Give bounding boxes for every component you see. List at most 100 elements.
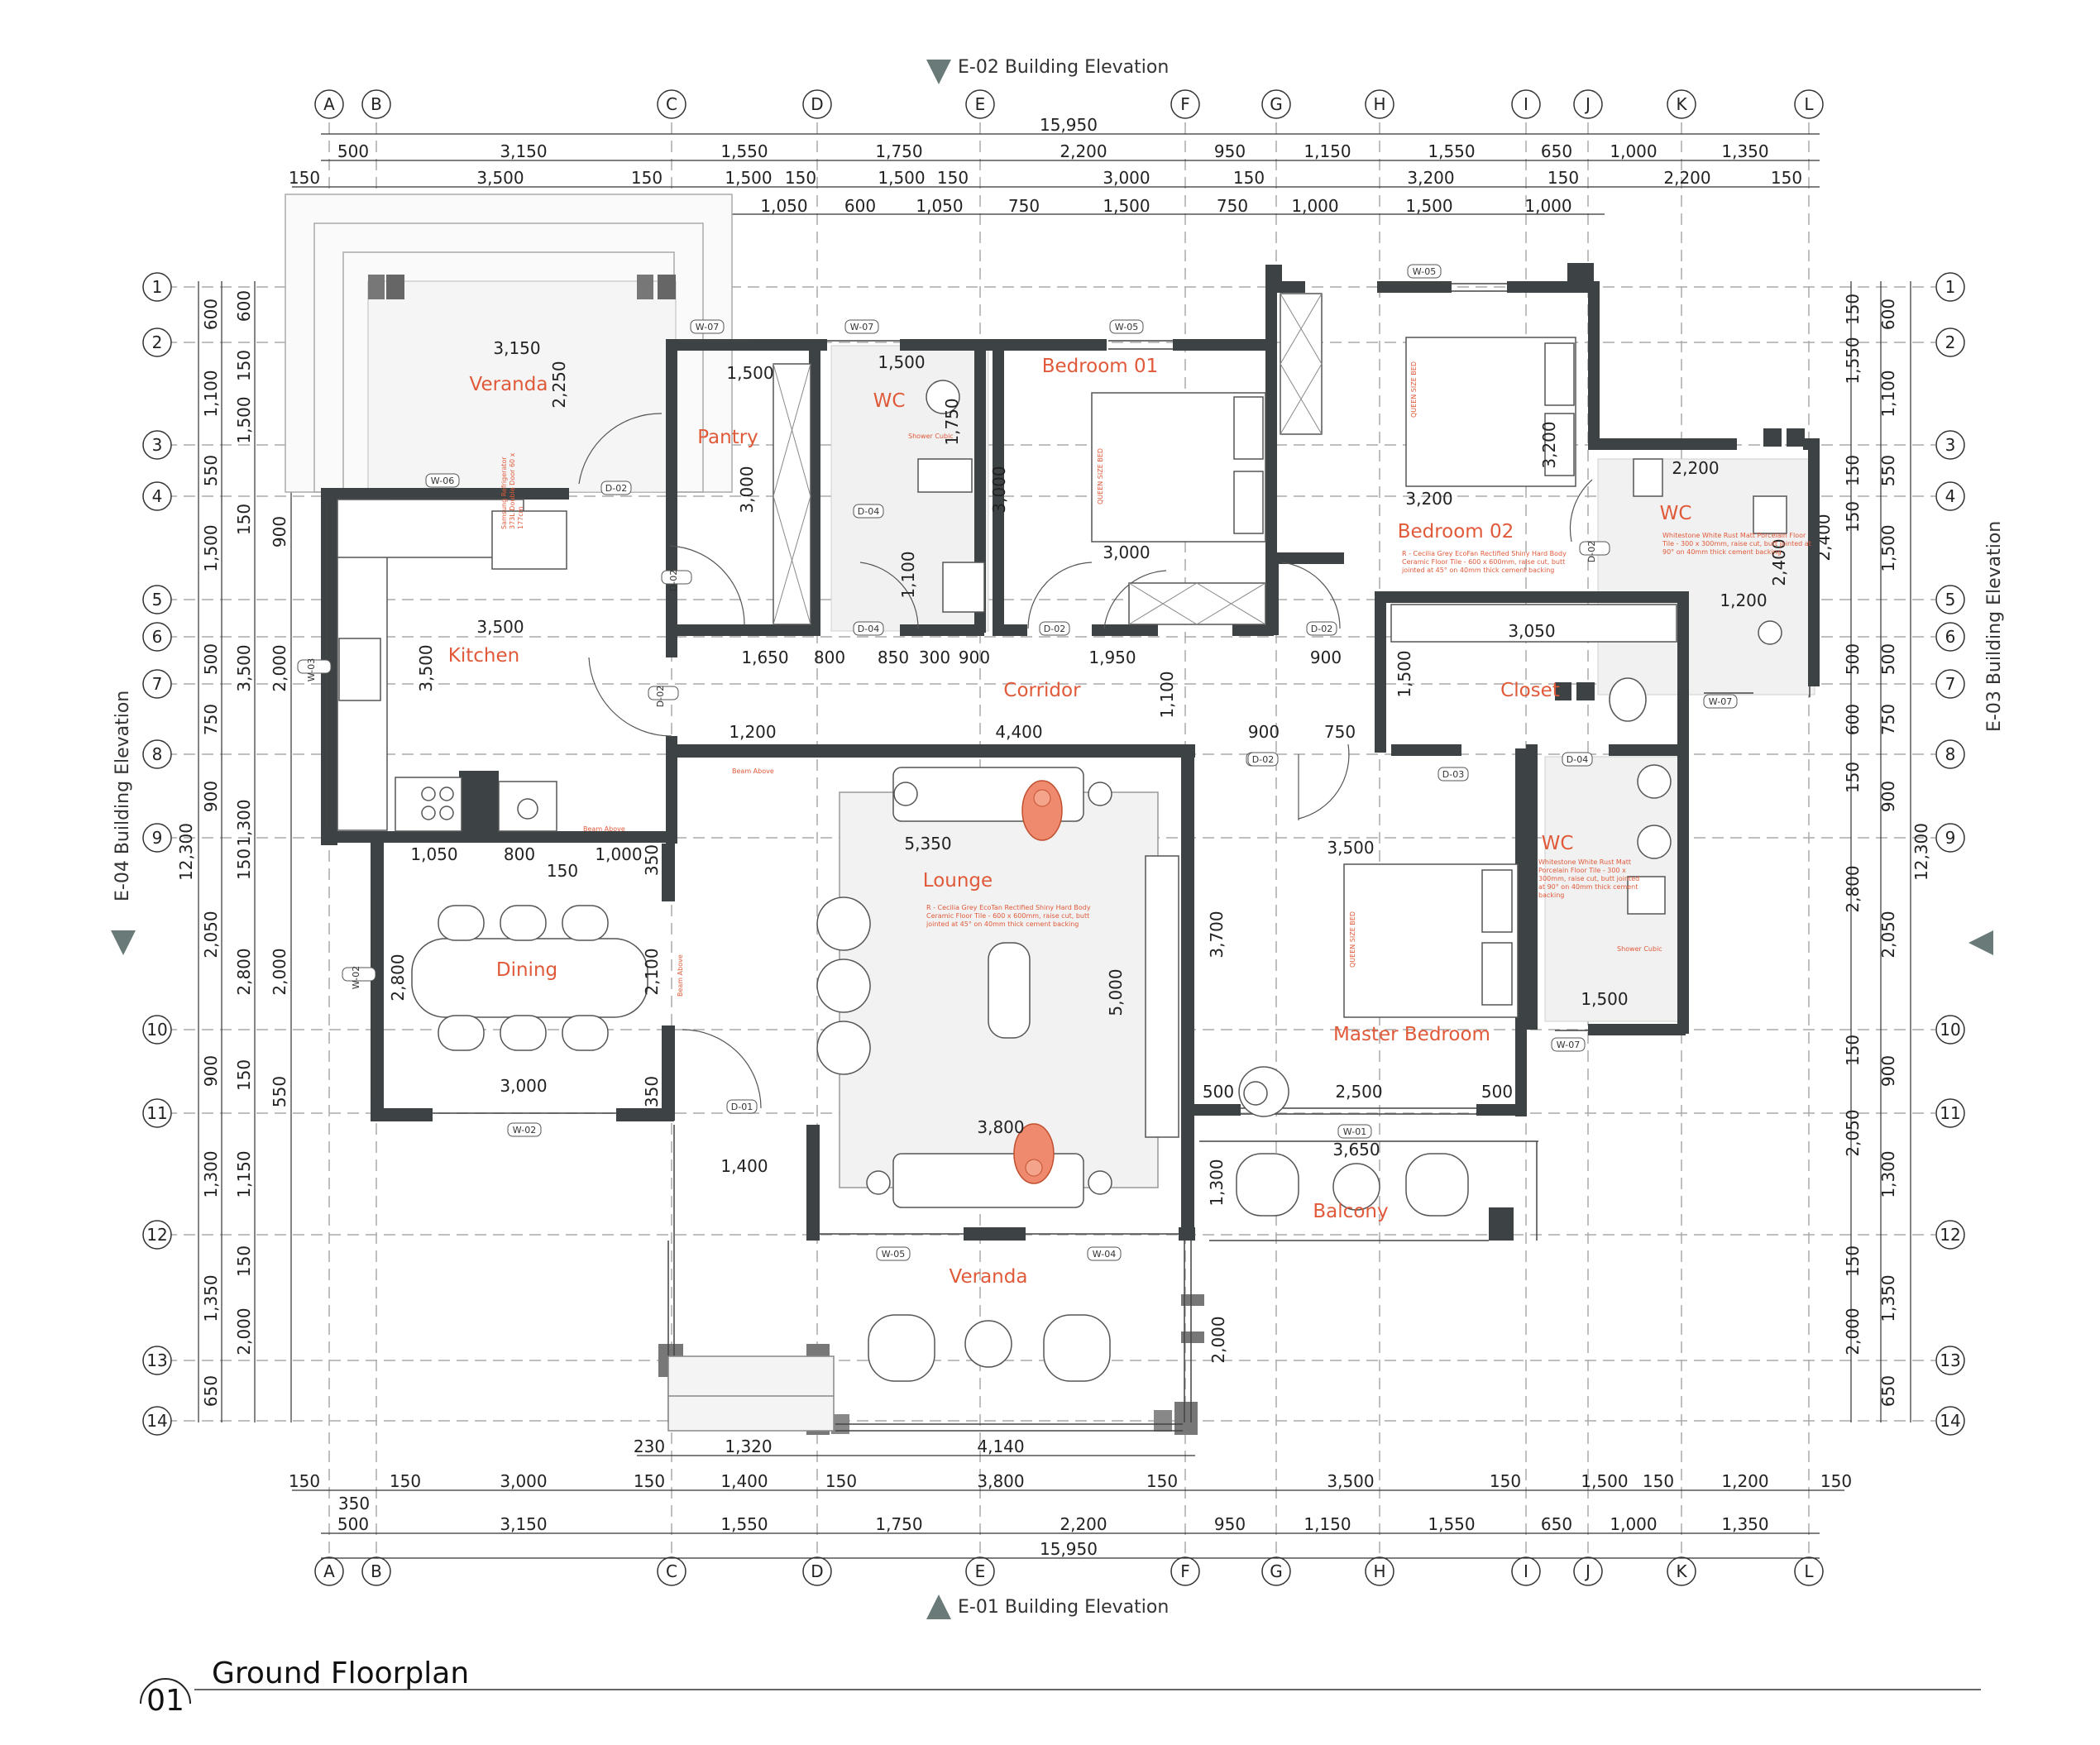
beam-above-note-3: Beam Above — [677, 954, 684, 997]
dim-right-col1: 150 — [1843, 501, 1863, 533]
grid-label-row: 10 — [146, 1020, 167, 1040]
grid-label-row: 12 — [1940, 1225, 1960, 1245]
window-lines — [326, 283, 1811, 1432]
dim-bottom-row1: 3,800 — [977, 1471, 1024, 1491]
interior-dim: 2,100 — [642, 948, 662, 995]
dim-left-col1: 550 — [201, 455, 221, 486]
grid-label-row: 1 — [1945, 277, 1956, 297]
dim-top-row2: 150 — [937, 168, 969, 188]
dim-left-col1: 750 — [201, 704, 221, 735]
interior-dim: 1,500 — [726, 363, 773, 383]
grid-bubble-col — [965, 89, 995, 119]
grid-label-row: 10 — [1940, 1020, 1960, 1040]
dim-right-col1: 150 — [1843, 1035, 1863, 1066]
window-tag-label: W-06 — [431, 476, 454, 486]
grid-bubble-row — [1935, 585, 1965, 614]
interior-dim: 350 — [642, 844, 662, 876]
grid-bubble-row — [1935, 669, 1965, 699]
grid-label-row: 4 — [152, 486, 163, 506]
grid-bubble-row — [142, 327, 172, 357]
grid-bubble-col — [1667, 1556, 1696, 1586]
dim-top-row2: 150 — [1547, 168, 1579, 188]
grid-bubble-col — [1794, 89, 1824, 119]
door-tag — [726, 1099, 758, 1114]
grid-bubble-row — [1935, 1346, 1965, 1375]
dim-right-col1: 600 — [1843, 704, 1863, 735]
grid-bubble-row — [142, 1346, 172, 1375]
dim-top-row1: 500 — [337, 141, 369, 161]
interior-dim: 3,500 — [416, 644, 436, 691]
interior-dim-corridor: 850 — [878, 648, 909, 667]
interior-dim-master: 500 — [1203, 1082, 1234, 1102]
interior-dim-master: 500 — [1481, 1082, 1513, 1102]
interior-dim-corridor: 1,650 — [741, 648, 788, 667]
dim-bottom-row2: 500 — [337, 1514, 369, 1534]
window-tag-label: W-02 — [513, 1125, 536, 1135]
grid-label-col: I — [1524, 94, 1528, 114]
interior-dim-corridor-low: 900 — [1248, 722, 1280, 742]
dim-top-row2: 150 — [1233, 168, 1265, 188]
shower-note-1: Shower Cubic — [908, 433, 954, 440]
grid-bubble-col — [1365, 89, 1394, 119]
grid-bubble-row — [142, 481, 172, 511]
grid-bubble-col — [314, 1556, 344, 1586]
dim-top-row1: 1,150 — [1304, 141, 1351, 161]
grid-bubble-row — [142, 1220, 172, 1250]
grid-bubble-col — [657, 1556, 686, 1586]
dim-bottom-row1: 150 — [1490, 1471, 1521, 1491]
interior-dim: 2,250 — [549, 361, 569, 408]
grid-bubble-col — [802, 89, 832, 119]
grid-bubble-row — [1935, 327, 1965, 357]
dim-left-col1: 1,500 — [201, 524, 221, 571]
grid-label-col: F — [1180, 94, 1190, 114]
grid-label-row: 6 — [1945, 627, 1956, 647]
window-tag-label: W-01 — [1343, 1126, 1366, 1137]
interior-dim-corridor: 1,950 — [1088, 648, 1136, 667]
window-tag — [342, 967, 376, 982]
dim-right-col1: 150 — [1843, 1245, 1863, 1277]
dim-left-col2: 1,150 — [234, 1150, 254, 1198]
dim-right-col2: 550 — [1878, 455, 1898, 486]
bed-label-3: QUEEN SIZE BED — [1349, 911, 1356, 968]
grid-bubble-col — [965, 1556, 995, 1586]
interior-dim: 3,650 — [1332, 1140, 1380, 1159]
interior-dim: 3,000 — [1103, 543, 1150, 562]
furniture — [337, 293, 1787, 1382]
window-tag — [844, 319, 879, 334]
grid-label-col: E — [975, 94, 986, 114]
grid-label-col: A — [323, 94, 335, 114]
interior-dim-dining: 1,000 — [595, 844, 642, 864]
drawing-number: 01 — [146, 1684, 184, 1718]
bed02-floor-note: R - Cecilia Grey EcoFan Rectified Shiny … — [1401, 550, 1567, 574]
grid-label-row: 8 — [1945, 744, 1956, 764]
dim-top-row1: 1,550 — [1428, 141, 1475, 161]
dim-right-col1: 150 — [1843, 455, 1863, 486]
dim-right-col2: 900 — [1878, 1055, 1898, 1087]
dim-bottom-row1: 1,500 — [1581, 1471, 1628, 1491]
door-tag-label: D-04 — [1567, 754, 1588, 765]
door-tag-label: D-02 — [668, 570, 679, 591]
dim-bottom-row1: 150 — [1146, 1471, 1178, 1491]
dim-left-col2: 2,800 — [234, 948, 254, 995]
dim-top-overall: 15,950 — [1040, 115, 1098, 135]
door-tag — [648, 686, 679, 700]
dim-right-col2: 750 — [1878, 704, 1898, 735]
dim-top-row3: 1,000 — [1524, 196, 1571, 216]
dim-top-row2: 150 — [631, 168, 663, 188]
dim-bottom-row2: 950 — [1214, 1514, 1246, 1534]
dim-bottom-row1: 150 — [634, 1471, 665, 1491]
veranda-roof-outline — [285, 194, 733, 493]
door-tag-label: D-03 — [1442, 769, 1464, 780]
fridge-note: Samsung Refrigerator373L Double Door 60 … — [500, 452, 524, 529]
grid-label-row: 1 — [152, 277, 163, 297]
grid-label-row: 7 — [1945, 674, 1956, 694]
grid-label-col: L — [1804, 1561, 1814, 1581]
window-tag-label: W-05 — [1115, 322, 1138, 332]
window-tag — [690, 319, 725, 334]
dim-top-row3: 600 — [844, 196, 876, 216]
dim-left-col2: 600 — [234, 290, 254, 322]
dim-top-row1: 1,000 — [1610, 141, 1657, 161]
dim-bottom-row2: 1,550 — [720, 1514, 768, 1534]
